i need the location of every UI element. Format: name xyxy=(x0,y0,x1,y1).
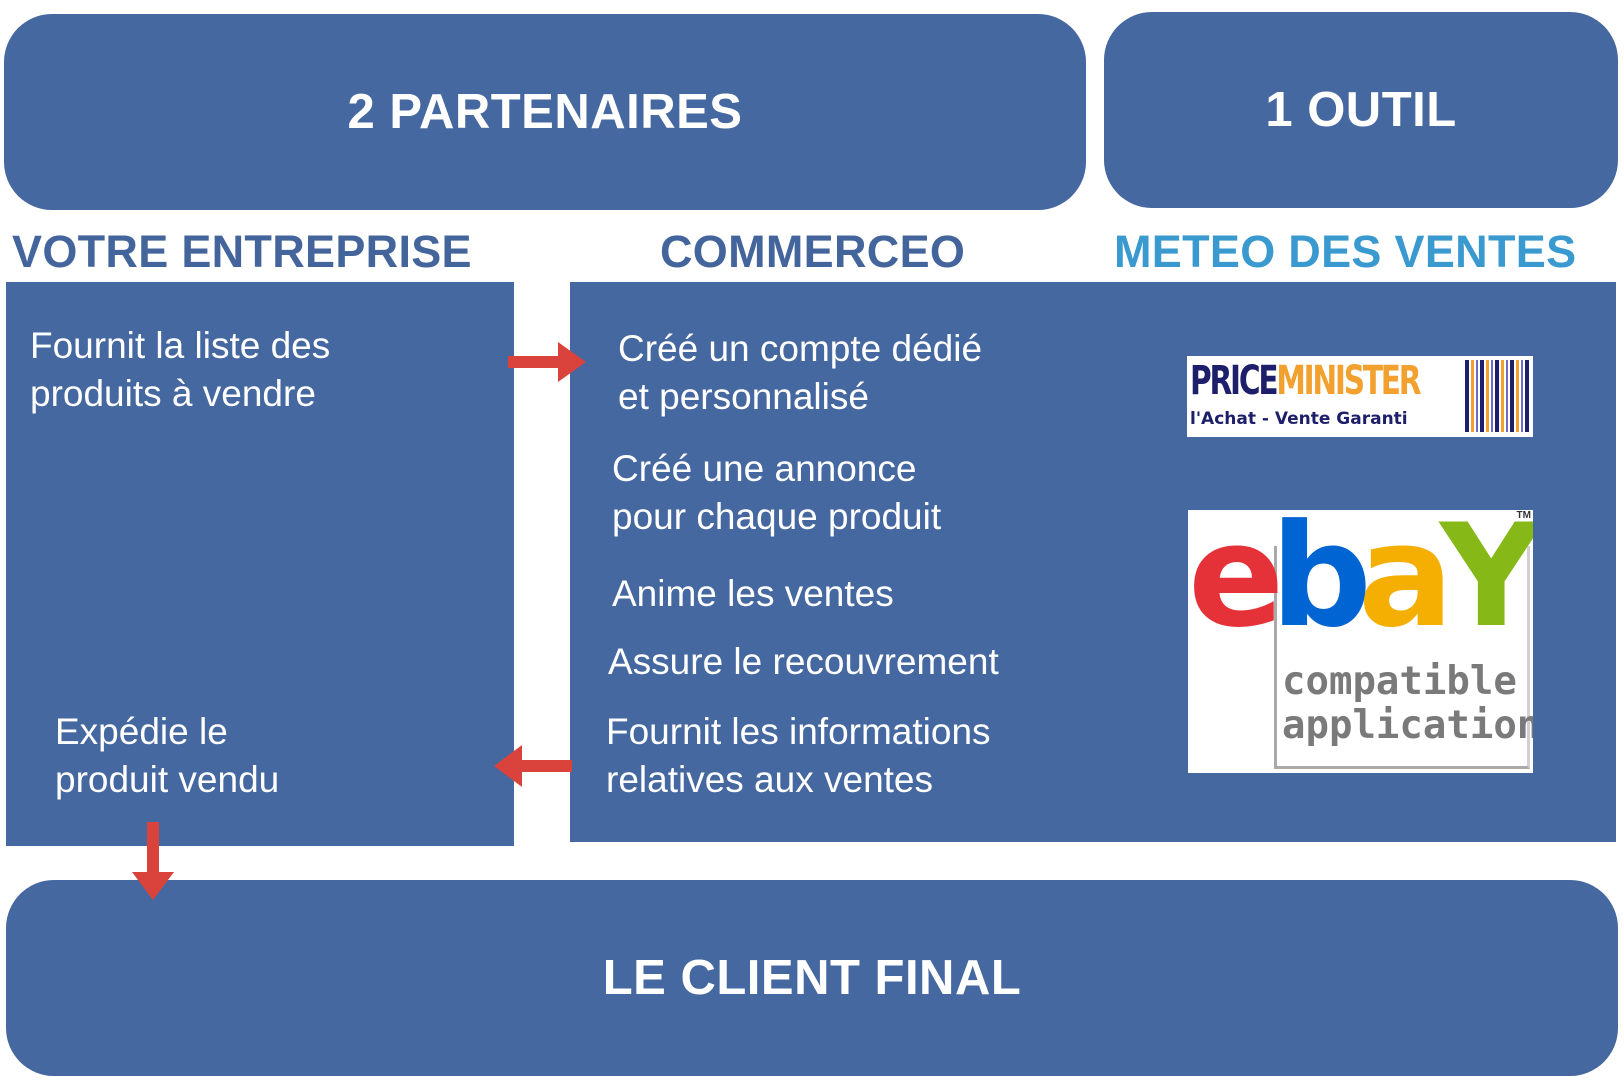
arrow-left-icon xyxy=(494,745,572,787)
item-line: produits à vendre xyxy=(30,373,316,414)
arrow-right-icon xyxy=(508,342,586,382)
ebay-logo: ebaY TM compatible application xyxy=(1188,510,1533,773)
item-line: pour chaque produit xyxy=(612,496,942,537)
item-line: et personnalisé xyxy=(618,376,869,417)
ebay-trademark: TM xyxy=(1516,510,1531,521)
final-client-banner: LE CLIENT FINAL xyxy=(6,880,1618,1076)
ebay-letter-e: e xyxy=(1188,510,1284,659)
ebay-letter-y: Y xyxy=(1439,510,1533,659)
commerceo-item-recovery: Assure le recouvrement xyxy=(608,638,999,686)
commerceo-item-listing: Créé une annonce pour chaque produit xyxy=(612,445,941,541)
company-heading: VOTRE ENTREPRISE xyxy=(12,226,472,277)
priceminister-tagline: l'Achat - Vente Garanti xyxy=(1190,409,1408,429)
tool-label: 1 OUTIL xyxy=(1265,83,1457,137)
item-line: Expédie le xyxy=(55,711,228,752)
item-line: Fournit les informations xyxy=(606,711,991,752)
partners-banner: 2 PARTENAIRES xyxy=(4,14,1086,210)
item-line: relatives aux ventes xyxy=(606,759,934,800)
company-item-ship-product: Expédie le produit vendu xyxy=(55,708,279,804)
ebay-wordmark: ebaY xyxy=(1188,510,1533,652)
commerceo-heading: COMMERCEO xyxy=(660,226,966,277)
ebay-sub-line: application xyxy=(1282,703,1533,748)
item-line: Créé une annonce xyxy=(612,448,917,489)
priceminister-logo: PRICEMINISTER l'Achat - Vente Garanti xyxy=(1187,356,1533,437)
commerceo-item-information: Fournit les informations relatives aux v… xyxy=(606,708,991,804)
commerceo-item-sales: Anime les ventes xyxy=(612,570,894,618)
ebay-letter-a: a xyxy=(1357,510,1454,659)
item-line: produit vendu xyxy=(55,759,280,800)
tool-banner: 1 OUTIL xyxy=(1104,12,1618,208)
priceminister-wordmark: PRICEMINISTER xyxy=(1190,358,1422,404)
company-item-product-list: Fournit la liste des produits à vendre xyxy=(30,322,330,418)
commerceo-item-account: Créé un compte dédié et personnalisé xyxy=(618,325,982,421)
company-box xyxy=(6,282,514,846)
final-client-label: LE CLIENT FINAL xyxy=(602,951,1022,1005)
item-line: Assure le recouvrement xyxy=(608,641,999,682)
ebay-sub-line: compatible xyxy=(1282,659,1517,704)
priceminister-word-price: PRICE xyxy=(1190,358,1279,404)
barcode-icon xyxy=(1465,360,1531,432)
priceminister-word-minister: MINISTER xyxy=(1276,358,1421,404)
item-line: Anime les ventes xyxy=(612,573,894,614)
item-line: Créé un compte dédié xyxy=(618,328,983,369)
partners-label: 2 PARTENAIRES xyxy=(347,85,743,139)
ebay-compatible-text: compatible application xyxy=(1282,660,1533,748)
ebay-letter-b: b xyxy=(1270,510,1372,659)
tool-heading: METEO DES VENTES xyxy=(1114,226,1577,277)
arrow-down-icon xyxy=(132,822,174,900)
ebay-frame xyxy=(1274,546,1530,769)
item-line: Fournit la liste des xyxy=(30,325,331,366)
